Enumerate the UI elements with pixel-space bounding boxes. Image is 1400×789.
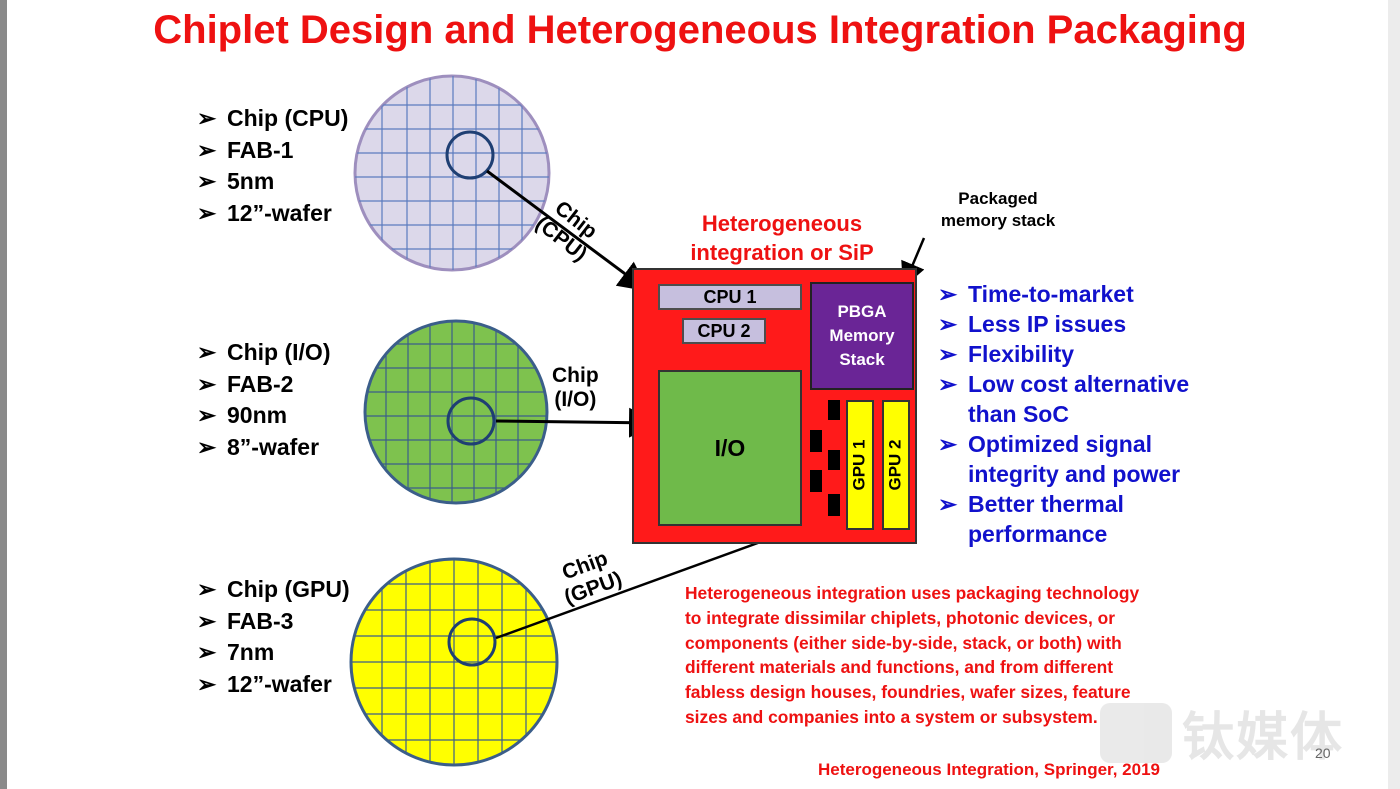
right-scrollbar[interactable] bbox=[1388, 0, 1400, 789]
list-item: ➢FAB-1 bbox=[197, 135, 348, 167]
arrow-bullet-icon: ➢ bbox=[938, 371, 958, 397]
cpu-wafer-disc bbox=[353, 74, 551, 272]
arrow-bullet-icon: ➢ bbox=[197, 370, 217, 397]
list-item: ➢12”-wafer bbox=[197, 198, 348, 230]
io-die-highlight bbox=[446, 396, 496, 446]
list-item: ➢5nm bbox=[197, 166, 348, 198]
io-arrow bbox=[495, 407, 659, 438]
arrow-bullet-icon: ➢ bbox=[197, 639, 217, 665]
arrow-bullet-icon: ➢ bbox=[197, 607, 217, 634]
list-item: ➢Less IP issues bbox=[938, 311, 1127, 337]
arrow-bullet-icon: ➢ bbox=[197, 105, 217, 131]
io-chiplet: I/O bbox=[658, 370, 802, 526]
list-item: ➢Chip (I/O) bbox=[197, 337, 330, 369]
cpu-wafer-bullets: ➢Chip (CPU) ➢FAB-1 ➢5nm ➢12”-wafer bbox=[197, 103, 348, 229]
cpu-die-highlight bbox=[445, 130, 495, 180]
list-item-continuation: performance bbox=[968, 521, 1108, 547]
gpu-wafer-bullets: ➢Chip (GPU) ➢FAB-3 ➢7nm ➢12”-wafer bbox=[197, 574, 350, 700]
list-item: ➢8”-wafer bbox=[197, 432, 330, 464]
arrow-bullet-icon: ➢ bbox=[197, 339, 217, 365]
list-item: ➢Time-to-market bbox=[938, 281, 1134, 307]
list-item: ➢FAB-3 bbox=[197, 606, 350, 638]
cpu-wafer bbox=[353, 74, 551, 272]
sip-package-substrate: CPU 1 CPU 2 PBGA Memory Stack I/O GPU 1 … bbox=[632, 268, 917, 544]
gpu-die-highlight bbox=[447, 617, 497, 667]
gpu1-chiplet: GPU 1 bbox=[846, 400, 874, 530]
arrow-bullet-icon: ➢ bbox=[938, 281, 958, 307]
arrow-bullet-icon: ➢ bbox=[938, 491, 958, 517]
arrow-bullet-icon: ➢ bbox=[197, 136, 217, 163]
passive-component bbox=[810, 430, 822, 452]
list-item: ➢Optimized signal bbox=[938, 431, 1153, 457]
list-item: ➢12”-wafer bbox=[197, 669, 350, 701]
io-chip-label: Chip (I/O) bbox=[552, 364, 599, 411]
gpu2-chiplet: GPU 2 bbox=[882, 400, 910, 530]
list-item-continuation: than SoC bbox=[968, 401, 1069, 427]
slide-title: Chiplet Design and Heterogeneous Integra… bbox=[153, 8, 1247, 52]
list-item: ➢7nm bbox=[197, 637, 350, 669]
memory-callout: Packaged memory stack bbox=[940, 189, 1056, 230]
arrow-bullet-icon: ➢ bbox=[197, 433, 217, 460]
io-wafer-bullets: ➢Chip (I/O) ➢FAB-2 ➢90nm ➢8”-wafer bbox=[197, 337, 330, 463]
list-item: ➢Chip (CPU) bbox=[197, 103, 348, 135]
passive-component bbox=[828, 450, 840, 470]
list-item: ➢FAB-2 bbox=[197, 369, 330, 401]
cpu1-chiplet: CPU 1 bbox=[658, 284, 802, 310]
io-wafer-disc bbox=[363, 319, 549, 505]
passive-component bbox=[828, 494, 840, 516]
list-item: ➢Low cost alternative bbox=[938, 371, 1190, 397]
list-item-continuation: integrity and power bbox=[968, 461, 1181, 487]
io-wafer bbox=[363, 319, 549, 505]
citation: Heterogeneous Integration, Springer, 201… bbox=[818, 760, 1160, 779]
gpu-wafer bbox=[349, 557, 559, 767]
benefits-list: ➢Time-to-market ➢Less IP issues ➢Flexibi… bbox=[938, 279, 1189, 549]
arrow-bullet-icon: ➢ bbox=[197, 670, 217, 697]
pbga-memory-stack: PBGA Memory Stack bbox=[810, 282, 914, 390]
arrow-bullet-icon: ➢ bbox=[938, 311, 958, 337]
list-item: ➢90nm bbox=[197, 400, 330, 432]
arrow-bullet-icon: ➢ bbox=[938, 341, 958, 367]
sip-heading: Heterogeneous integration or SiP bbox=[690, 211, 874, 265]
page-number: 20 bbox=[1315, 745, 1331, 761]
arrow-bullet-icon: ➢ bbox=[197, 199, 217, 226]
left-frame-border bbox=[0, 0, 7, 789]
arrow-bullet-icon: ➢ bbox=[197, 576, 217, 602]
arrow-bullet-icon: ➢ bbox=[938, 431, 958, 457]
list-item: ➢Better thermal bbox=[938, 491, 1124, 517]
passive-component bbox=[828, 400, 840, 420]
cpu-arrow bbox=[486, 169, 649, 292]
arrow-bullet-icon: ➢ bbox=[197, 402, 217, 428]
list-item: ➢Flexibility bbox=[938, 341, 1075, 367]
passive-component bbox=[810, 470, 822, 492]
list-item: ➢Chip (GPU) bbox=[197, 574, 350, 606]
cpu2-chiplet: CPU 2 bbox=[682, 318, 766, 344]
definition-paragraph: Heterogeneous integration uses packaging… bbox=[685, 583, 1140, 727]
watermark: 钛媒体 bbox=[1100, 695, 1344, 770]
watermark-logo-icon bbox=[1100, 702, 1172, 763]
arrow-bullet-icon: ➢ bbox=[197, 168, 217, 194]
